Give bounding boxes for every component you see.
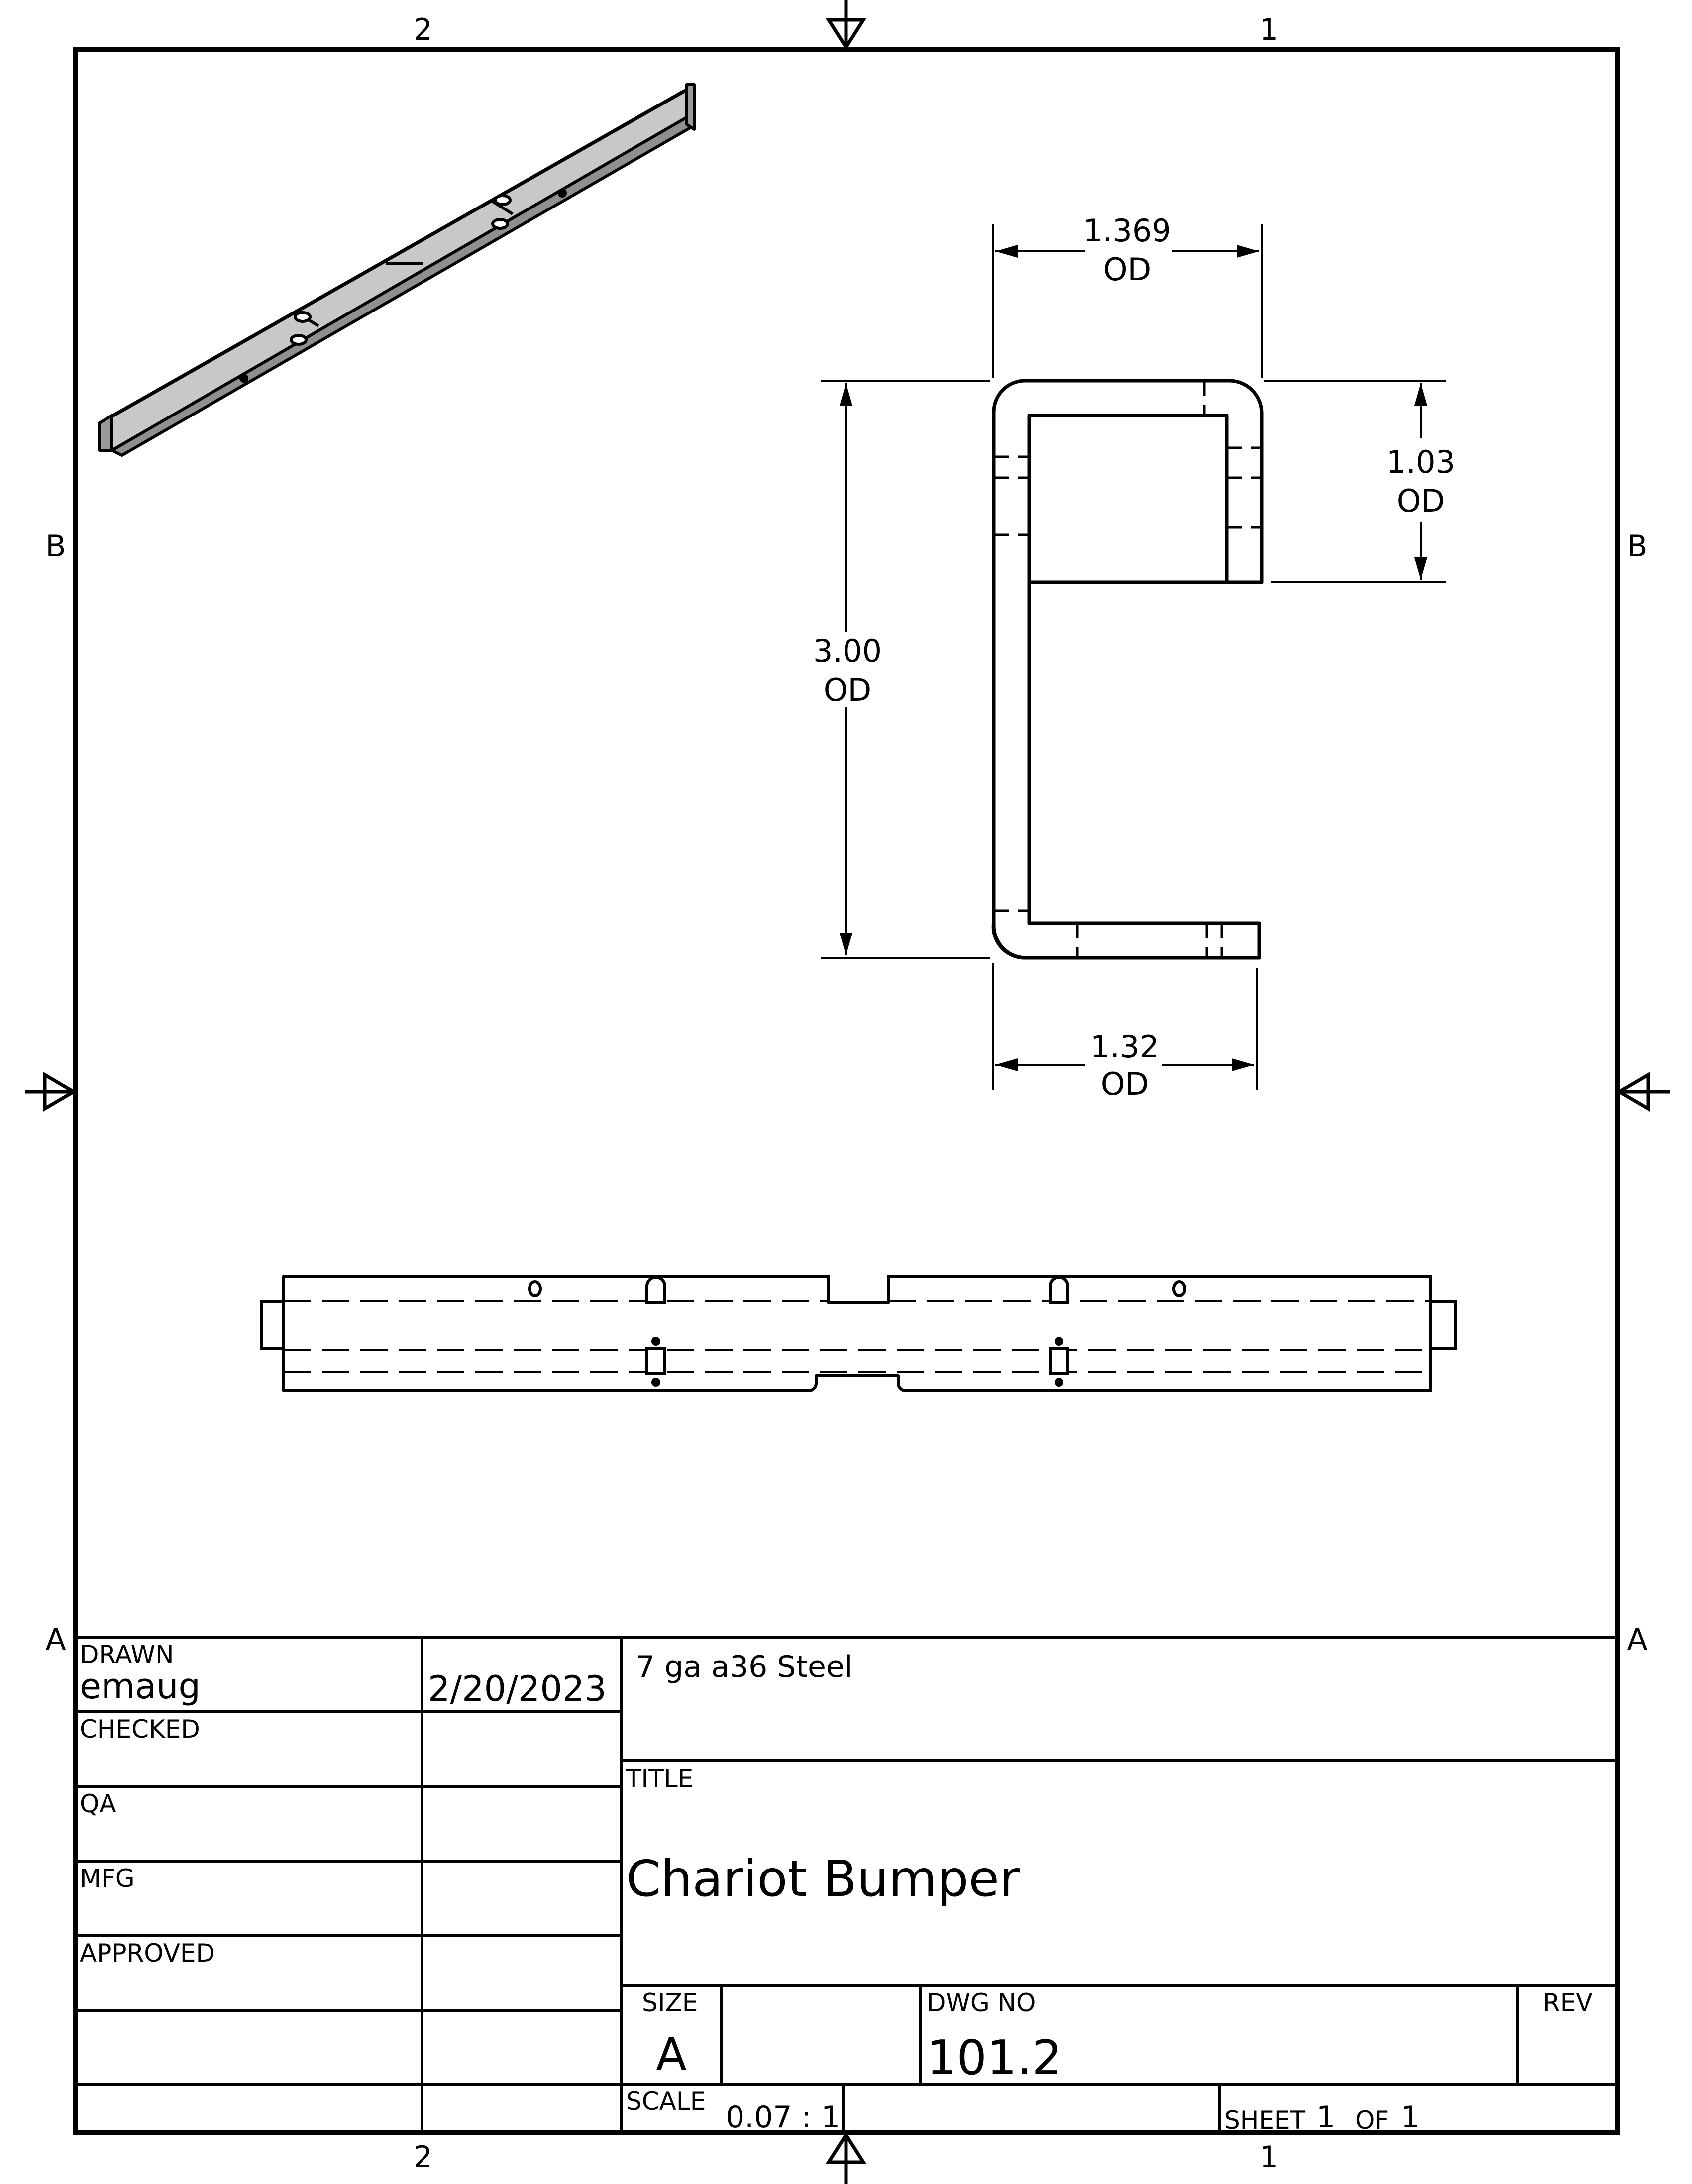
zone-left-a: A [45, 1622, 66, 1657]
approved-label: APPROVED [80, 1939, 215, 1968]
of-value: 1 [1401, 2100, 1420, 2135]
sheet-label: SHEET [1224, 2106, 1306, 2135]
flat-view-holes [528, 1276, 1186, 1387]
scale-value: 0.07 : 1 [726, 2100, 840, 2135]
mfg-label: MFG [80, 1864, 135, 1893]
dim-bottom-width-od: OD [1101, 1066, 1149, 1102]
drawn-by: emaug [80, 1666, 201, 1707]
size-label: SIZE [642, 1988, 698, 2017]
dim-height: 3.00 [813, 633, 882, 669]
qa-label: QA [80, 1789, 116, 1818]
size-value: A [656, 2029, 687, 2081]
title-block-lines [76, 1636, 1617, 2133]
drawing-title: Chariot Bumper [626, 1850, 1020, 1908]
zone-top-1: 1 [1260, 12, 1278, 47]
flat-view-hidden [284, 1300, 1431, 1377]
zone-left-b: B [45, 529, 66, 564]
scale-label: SCALE [626, 2087, 706, 2116]
dwg-no-label: DWG NO [927, 1988, 1036, 2017]
centering-mark-top [825, 0, 867, 51]
isometric-view [98, 83, 696, 457]
centering-mark-left [25, 1071, 77, 1112]
checked-label: CHECKED [80, 1715, 200, 1744]
dwg-no-value: 101.2 [927, 2031, 1062, 2085]
dimension-lines [821, 224, 1446, 1090]
zone-top-2: 2 [414, 12, 432, 47]
zone-right-a: A [1627, 1622, 1647, 1657]
dim-lip: 1.03 [1386, 444, 1455, 480]
profile-outline [992, 379, 1264, 960]
profile-view [991, 379, 1264, 960]
title-label: TITLE [626, 1765, 693, 1793]
zone-bottom-2: 2 [414, 2140, 432, 2175]
material: 7 ga a36 Steel [636, 1650, 852, 1684]
dim-lip-od: OD [1397, 483, 1445, 519]
zone-bottom-1: 1 [1260, 2140, 1278, 2175]
centering-mark-bottom [825, 2131, 867, 2184]
drawn-date: 2/20/2023 [428, 1668, 607, 1709]
drawn-label: DRAWN [80, 1640, 174, 1669]
zone-right-b: B [1627, 529, 1647, 564]
dim-top-width-od: OD [1103, 251, 1152, 288]
dim-height-od: OD [824, 672, 872, 708]
dim-bottom-width: 1.32 [1090, 1029, 1159, 1065]
flat-view [260, 1275, 1457, 1392]
of-label: OF [1355, 2106, 1389, 2135]
rev-label: REV [1543, 1988, 1593, 2017]
sheet-value: 1 [1316, 2100, 1335, 2135]
sheet-border [73, 47, 1620, 2135]
centering-mark-right [1616, 1071, 1670, 1112]
dim-top-width: 1.369 [1083, 212, 1171, 249]
profile-hidden-lines [994, 381, 1262, 958]
